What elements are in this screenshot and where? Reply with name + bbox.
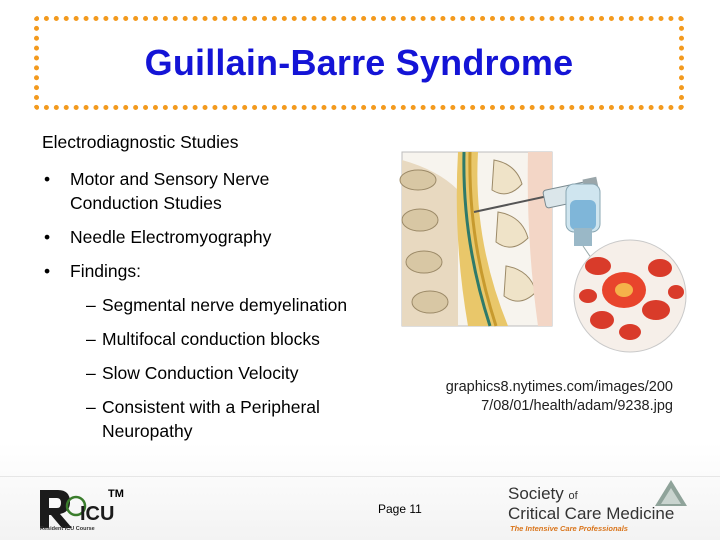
caption-line: 7/08/01/health/adam/9238.jpg (481, 398, 673, 414)
bullet-list: Motor and Sensory Nerve Conduction Studi… (42, 167, 362, 443)
bullet-item: Needle Electromyography (42, 225, 362, 249)
ricu-logo-mark: ICU (40, 490, 114, 528)
ricu-logo: ICU TM Resident ICU Course (36, 484, 136, 532)
sccm-name-line1: Society of (508, 484, 578, 504)
title-box: Guillain-Barre Syndrome (34, 16, 684, 110)
sccm-name-line2: Critical Care Medicine (508, 504, 675, 523)
finding-item: Multifocal conduction blocks (70, 327, 362, 351)
sccm-society: Society (508, 484, 564, 503)
sccm-triangle-icon (655, 480, 687, 506)
sccm-logo: Society of Critical Care Medicine The In… (508, 478, 698, 536)
footer-divider (0, 476, 720, 477)
sccm-tagline: The Intensive Care Professionals (510, 524, 628, 533)
page-number: Page 11 (378, 502, 422, 516)
section-heading: Electrodiagnostic Studies (42, 132, 239, 152)
image-caption: graphics8.nytimes.com/images/200 7/08/01… (405, 378, 673, 416)
sccm-of: of (568, 490, 578, 502)
spinal-tap-illustration (399, 151, 687, 353)
svg-text:ICU: ICU (80, 503, 114, 525)
caption-line: graphics8.nytimes.com/images/200 (445, 379, 673, 395)
ricu-subtitle: Resident ICU Course (40, 526, 95, 532)
bullet-item-findings: Findings: Segmental nerve demyelination … (42, 259, 362, 443)
findings-list: Segmental nerve demyelination Multifocal… (70, 293, 362, 443)
finding-item: Segmental nerve demyelination (70, 293, 362, 317)
bullet-label: Findings: (70, 261, 142, 281)
slide-title: Guillain-Barre Syndrome (144, 42, 574, 83)
trademark-label: TM (108, 488, 124, 500)
slide-content: Electrodiagnostic Studies Motor and Sens… (42, 130, 362, 453)
finding-item: Consistent with a Peripheral Neuropathy (70, 395, 362, 443)
magnified-cells-illustration (573, 239, 687, 353)
test-tube-illustration (565, 183, 601, 269)
finding-item: Slow Conduction Velocity (70, 361, 362, 385)
bullet-item: Motor and Sensory Nerve Conduction Studi… (42, 167, 362, 215)
